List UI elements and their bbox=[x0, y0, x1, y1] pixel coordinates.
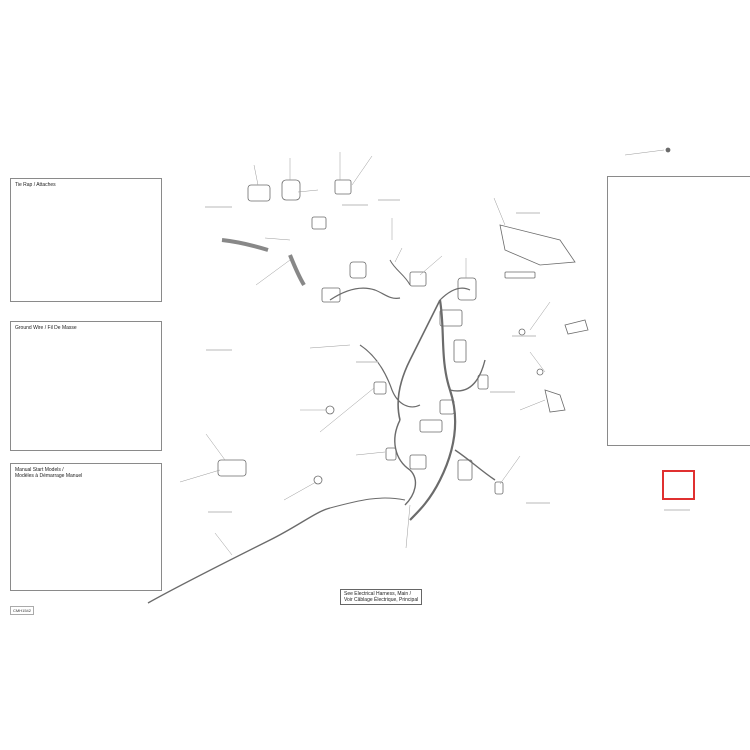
long-cable bbox=[147, 507, 331, 604]
manual-start-title: Manual Start Models / Modèles à Démarrag… bbox=[15, 467, 83, 479]
highlighted-part-box[interactable] bbox=[662, 470, 695, 500]
manual-start-panel: Manual Start Models / Modèles à Démarrag… bbox=[10, 463, 162, 591]
ground-wire-panel: Ground Wire / Fil De Masse bbox=[10, 321, 162, 451]
main-harness bbox=[409, 299, 457, 521]
gauge-cluster-panel bbox=[607, 176, 750, 446]
see-main-harness-note: See Electrical Harness, Main / Voir Câbl… bbox=[340, 589, 423, 605]
tie-rap-panel: Tie Rap / Attaches bbox=[10, 178, 162, 302]
tie-rap-title: Tie Rap / Attaches bbox=[15, 182, 56, 188]
ground-wire-title: Ground Wire / Fil De Masse bbox=[15, 325, 77, 331]
drawing-code: CMH1542 bbox=[10, 606, 35, 615]
